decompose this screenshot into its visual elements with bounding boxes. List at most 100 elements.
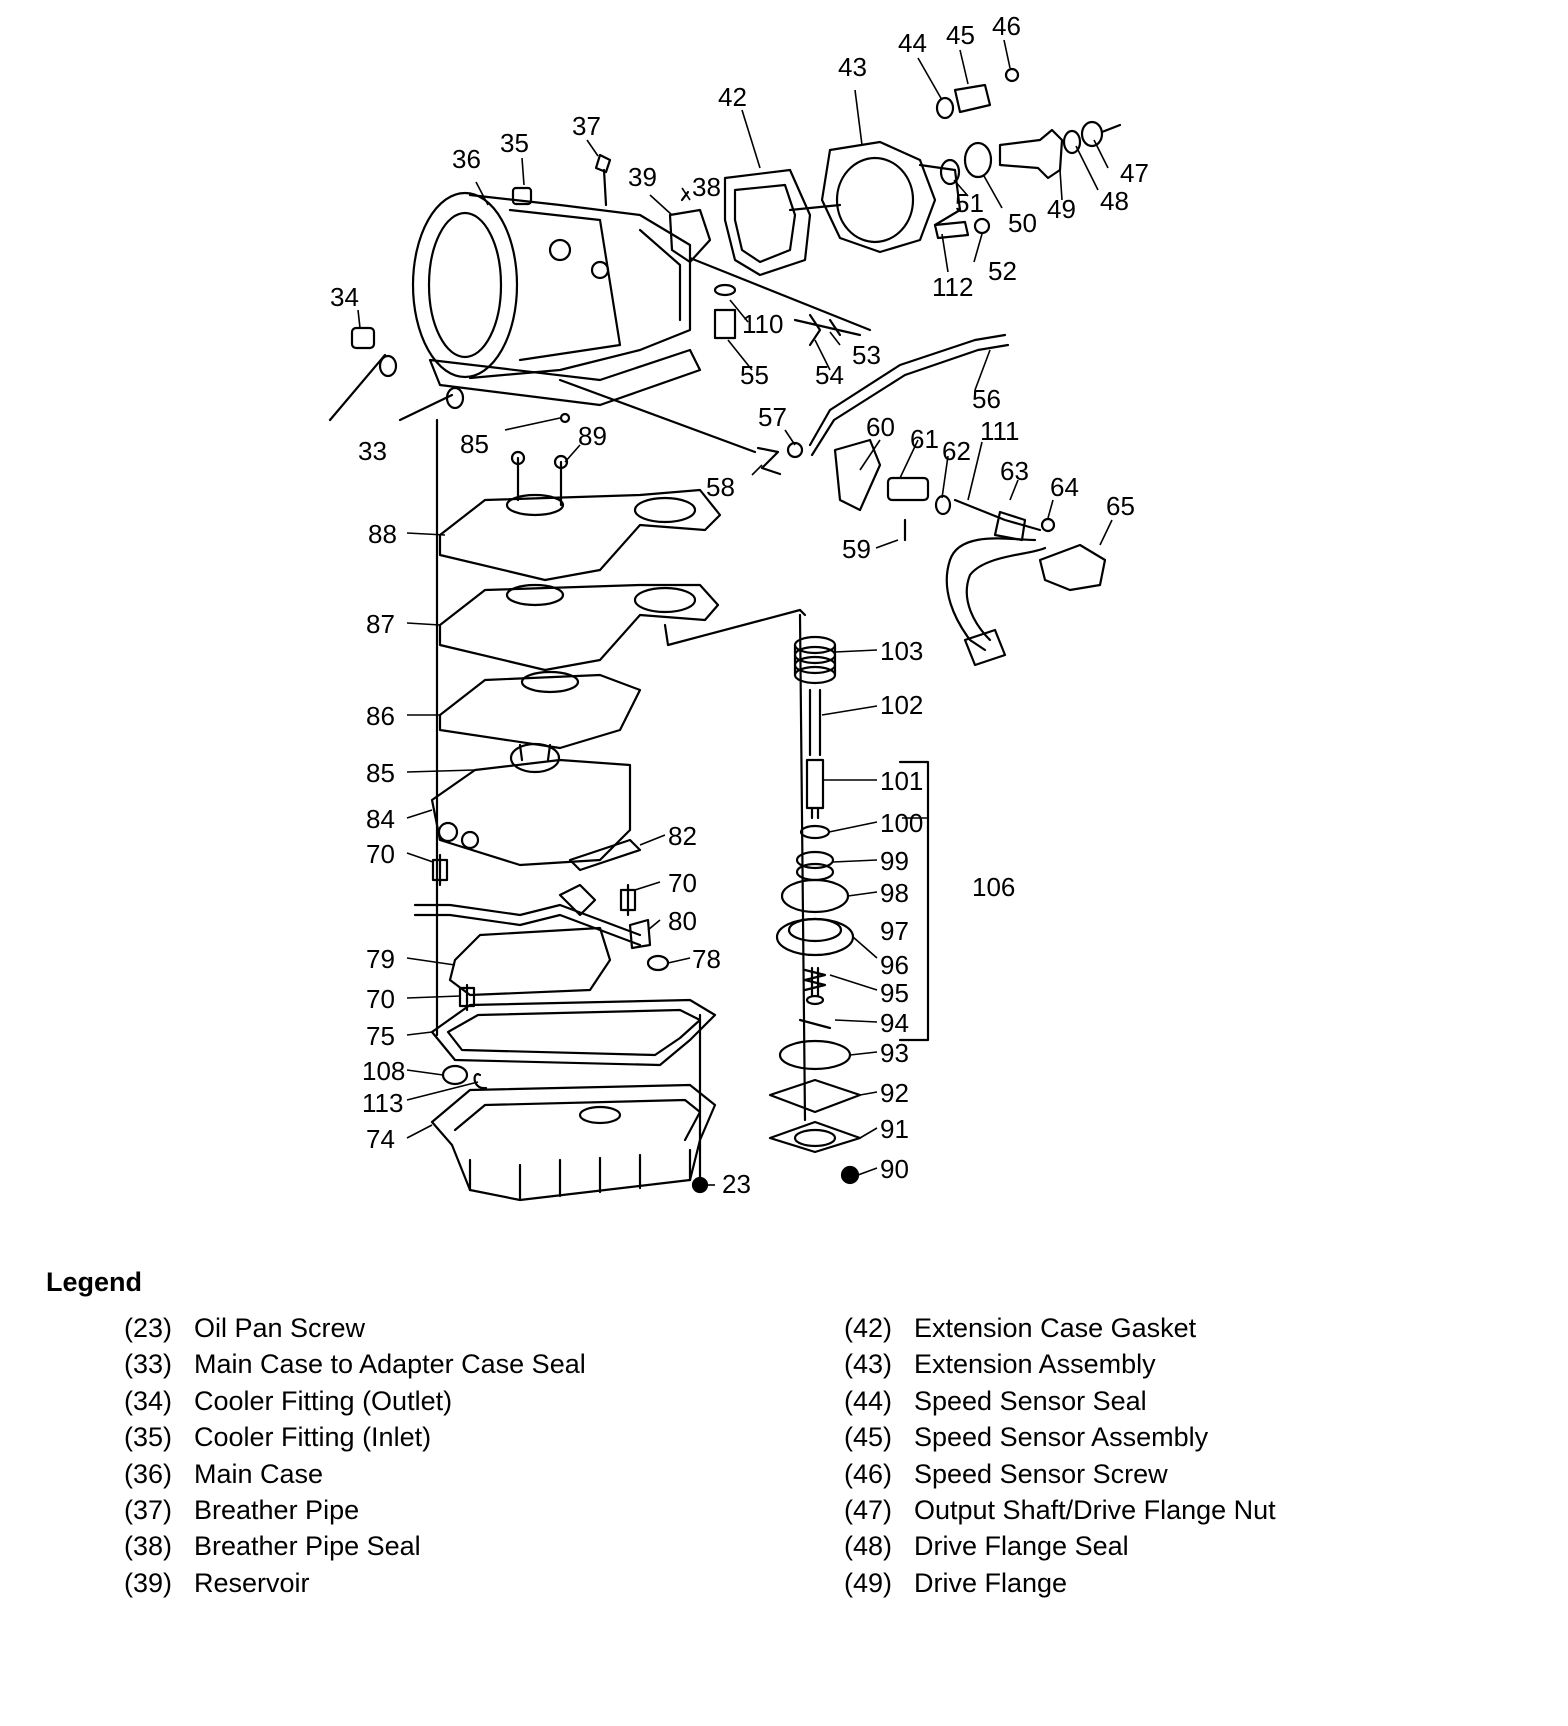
callout-60: 60 [866, 412, 895, 442]
legend-part-name: Extension Case Gasket [914, 1313, 1197, 1343]
callout-61: 61 [910, 424, 939, 454]
legend-item: (46) Speed Sensor Screw [820, 1459, 1276, 1495]
legend-part-name: Cooler Fitting (Outlet) [194, 1385, 453, 1416]
leader-lines [357, 39, 1113, 1186]
legend-number: (42) [843, 1313, 892, 1343]
callout-58: 58 [706, 472, 735, 502]
legend-item: (36)Main Case [100, 1459, 586, 1495]
legend-item: (43) Extension Assembly [820, 1349, 1276, 1385]
callout-103: 103 [880, 636, 923, 666]
callout-106: 106 [972, 872, 1015, 902]
legend-part-name: Cooler Fitting (Inlet) [194, 1422, 432, 1453]
callout-80: 80 [668, 906, 697, 936]
callout-65: 65 [1106, 491, 1135, 521]
callout-111: 111 [980, 416, 1020, 446]
legend-right-column: (42) Extension Case Gasket (43) Extension … [820, 1313, 1276, 1604]
callout-95: 95 [880, 978, 909, 1008]
legend-item: (48) Drive Flange Seal [820, 1531, 1276, 1567]
callout-86: 86 [366, 701, 395, 731]
callout-70a: 70 [366, 839, 395, 869]
callout-85a: 85 [460, 429, 489, 459]
legend-number: (45) [843, 1422, 892, 1453]
legend-part-name: Output Shaft/Drive Flange Nut [914, 1494, 1276, 1525]
legend-item: (37)Breather Pipe [100, 1495, 586, 1531]
legend-item: (35) Cooler Fitting (Inlet) [100, 1422, 586, 1458]
legend-part-name: Main Case to Adapter Case Seal [194, 1349, 586, 1380]
legend-number: (47) [843, 1494, 892, 1525]
legend-part-name: Speed Sensor Screw [914, 1458, 1168, 1489]
legend-part-name: Speed Sensor Seal [914, 1385, 1147, 1416]
legend-number: (48) [843, 1531, 892, 1562]
callout-90: 90 [880, 1154, 909, 1184]
legend-number: (49) [843, 1567, 892, 1598]
callout-100: 100 [880, 808, 923, 838]
legend-item: (49) Drive Flange [820, 1568, 1276, 1604]
legend-part-name: Main Case [194, 1458, 324, 1489]
legend-part-name: Drive Flange Seal [914, 1531, 1129, 1562]
callout-84: 84 [366, 804, 395, 834]
callout-99: 99 [880, 846, 909, 876]
callout-39: 39 [628, 162, 657, 192]
callout-46: 46 [992, 11, 1021, 41]
callout-47: 47 [1120, 158, 1149, 188]
callout-87: 87 [366, 609, 395, 639]
exploded-view-diagram: 46 45 44 43 42 37 35 36 39 38 47 48 49 5… [328, 11, 1149, 1202]
callout-labels: 46 45 44 43 42 37 35 36 39 38 47 48 49 5… [330, 11, 1149, 1199]
callout-51: 51 [955, 188, 984, 218]
callout-56: 56 [972, 384, 1001, 414]
legend-part-name: Breather Pipe Seal [194, 1531, 421, 1562]
legend-number: (34) [123, 1385, 172, 1416]
callout-70c: 70 [366, 984, 395, 1014]
legend-part-name: Extension Assembly [914, 1349, 1156, 1380]
callout-88: 88 [368, 519, 397, 549]
callout-62: 62 [942, 436, 971, 466]
callout-79: 79 [366, 944, 395, 974]
callout-74: 74 [366, 1124, 395, 1154]
callout-85b: 85 [366, 758, 395, 788]
legend-item: (33) Main Case to Adapter Case Seal [100, 1349, 586, 1385]
callout-96: 96 [880, 950, 909, 980]
legend-number: (39) [123, 1567, 172, 1598]
callout-91: 91 [880, 1114, 909, 1144]
legend-number: (23) [123, 1313, 172, 1343]
callout-75: 75 [366, 1021, 395, 1051]
callout-94: 94 [880, 1008, 909, 1038]
callout-63: 63 [1000, 456, 1029, 486]
callout-43: 43 [838, 52, 867, 82]
legend-number: (33) [123, 1349, 172, 1380]
legend-part-name: Drive Flange [914, 1567, 1068, 1598]
callout-36: 36 [452, 144, 481, 174]
legend-item: (42) Extension Case Gasket [820, 1313, 1276, 1349]
callout-57: 57 [758, 402, 787, 432]
callout-108: 108 [362, 1056, 405, 1086]
legend-item: (45)Speed Sensor Assembly [820, 1422, 1276, 1458]
main-case-drawing [411, 191, 702, 407]
legend-number: (35) [123, 1422, 172, 1453]
callout-113: 113 [362, 1088, 403, 1118]
callout-45: 45 [946, 20, 975, 50]
callout-102: 102 [880, 690, 923, 720]
callout-49: 49 [1047, 194, 1076, 224]
callout-54: 54 [815, 360, 844, 390]
callout-37: 37 [572, 111, 601, 141]
legend-number: (46) [843, 1458, 892, 1489]
legend-number: (44) [843, 1385, 892, 1416]
legend-title: Legend [46, 1267, 143, 1297]
legend-item: (47) Output Shaft/Drive Flange Nut [820, 1495, 1276, 1531]
callout-34: 34 [330, 282, 359, 312]
callout-53: 53 [852, 340, 881, 370]
callout-42: 42 [718, 82, 747, 112]
callout-52: 52 [988, 256, 1017, 286]
legend-item: (23)Oil Pan Screw [100, 1313, 586, 1349]
callout-55: 55 [740, 360, 769, 390]
legend-item: (39) Reservoir [100, 1568, 586, 1604]
callout-64: 64 [1050, 472, 1079, 502]
legend-number: (43) [843, 1349, 892, 1380]
callout-97: 97 [880, 916, 909, 946]
legend-part-name: Reservoir [194, 1567, 310, 1598]
legend-left-column: (23)Oil Pan Screw (33) Main Case to Adapt… [100, 1313, 586, 1604]
legend-item: (38) Breather Pipe Seal [100, 1531, 586, 1567]
callout-50: 50 [1008, 208, 1037, 238]
legend-number: (38) [123, 1531, 172, 1562]
callout-38: 38 [692, 172, 721, 202]
